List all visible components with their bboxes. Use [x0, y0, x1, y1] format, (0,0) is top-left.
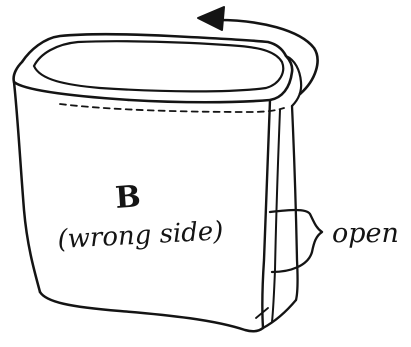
panel-label: B — [114, 179, 142, 216]
wrong-side-label: (wrong side) — [57, 216, 224, 255]
open-label: open — [332, 218, 399, 249]
bag-side-outer-edge — [292, 106, 298, 300]
bag-bottom-edge — [40, 292, 263, 331]
stitch-line — [60, 104, 284, 112]
bag-bottom-right-corner — [263, 300, 296, 328]
curved-arrow-left-icon — [198, 7, 318, 94]
bag-front-right-edge — [262, 100, 270, 328]
rotation-arrow-head — [198, 7, 224, 30]
rotation-arrow-shaft — [218, 20, 318, 94]
bag-side-inner-line — [272, 110, 280, 322]
bag-inner-rim — [34, 41, 283, 91]
bag-top-rim — [14, 34, 293, 102]
bag-back-rim — [286, 56, 301, 106]
bag-left-edge — [14, 82, 40, 292]
